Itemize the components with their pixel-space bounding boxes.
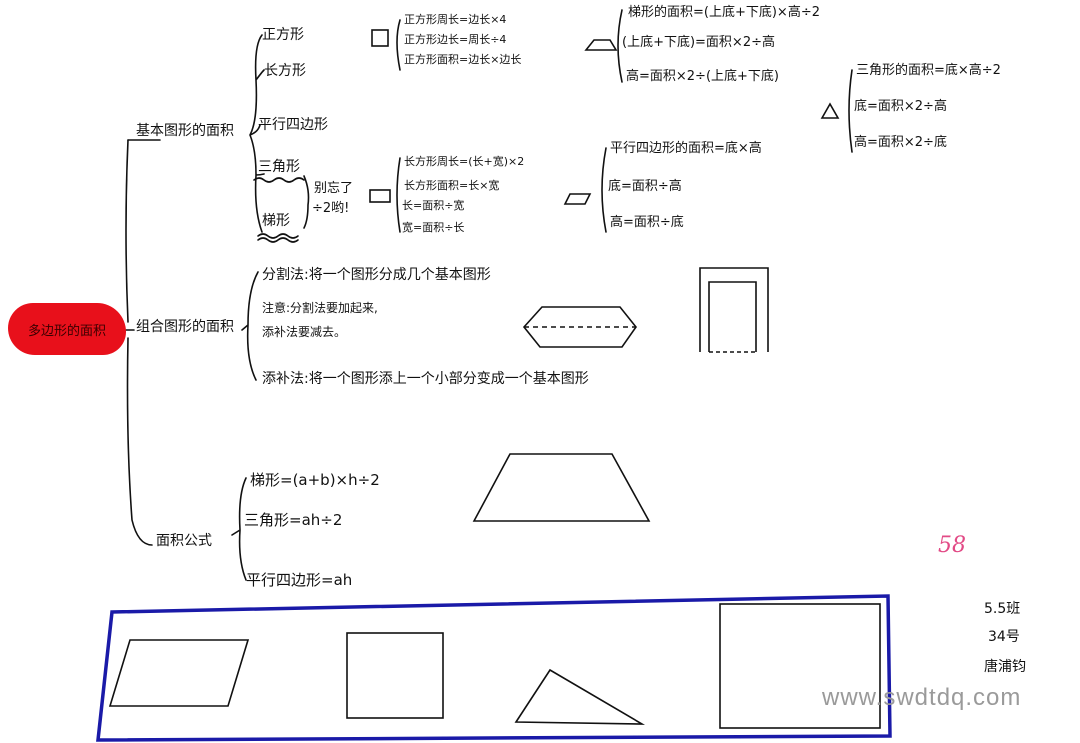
watermark-text: www.swdtdq.com <box>822 684 1022 711</box>
branch-basic-label: 基本图形的面积 <box>136 123 234 139</box>
square-formula-1: 正方形周长=边长×4 <box>404 13 507 26</box>
door-frame-shape <box>699 267 769 352</box>
score-mark: 58 <box>938 533 966 558</box>
reminder-line-2: ÷2哟! <box>312 201 350 216</box>
rectangle-bottom <box>719 603 881 729</box>
basic-item-parallelogram: 平行四边形 <box>258 117 328 133</box>
rectangle-formula-3: 长=面积÷宽 <box>402 199 465 212</box>
triangle-bottom <box>514 668 646 725</box>
formula-trapezoid: 梯形=(a+b)×h÷2 <box>250 471 380 489</box>
reminder-line-1: 别忘了 <box>314 181 354 196</box>
parallelogram-formula-3: 高=面积÷底 <box>610 215 684 230</box>
square-bottom <box>346 632 444 719</box>
trapezoid-large-shape <box>472 453 651 522</box>
formula-triangle: 三角形=ah÷2 <box>244 511 343 529</box>
rectangle-bracket <box>396 157 401 233</box>
reminder-bracket <box>303 175 310 229</box>
combined-note-1: 注意:分割法要加起来, <box>262 301 378 315</box>
combined-note-2: 添补法要减去。 <box>262 325 347 339</box>
combined-bracket <box>241 271 259 381</box>
trapezoid-formula-1: 梯形的面积=(上底+下底)×高÷2 <box>628 5 820 20</box>
formula-bracket <box>231 477 247 581</box>
root-node: 多边形的面积 <box>8 303 126 355</box>
trapezoid-underline <box>257 233 299 239</box>
square-icon <box>371 29 389 47</box>
triangle-formula-1: 三角形的面积=底×高÷2 <box>856 63 1001 78</box>
rectangle-formula-2: 长方形面积=长×宽 <box>404 179 500 192</box>
combined-split-method: 分割法:将一个图形分成几个基本图形 <box>262 267 491 283</box>
parallelogram-bracket <box>601 147 607 233</box>
bottom-frame <box>96 594 892 742</box>
square-formula-2: 正方形边长=周长÷4 <box>404 33 507 46</box>
trapezoid-icon <box>584 39 618 51</box>
square-bracket <box>396 19 401 71</box>
basic-item-square: 正方形 <box>262 27 304 43</box>
branch-combined-label: 组合图形的面积 <box>136 319 234 335</box>
combined-fill-method: 添补法:将一个图形添上一个小部分变成一个基本图形 <box>262 371 589 387</box>
trapezoid-bracket <box>617 9 623 83</box>
basic-item-trapezoid: 梯形 <box>262 213 290 229</box>
basic-item-rectangle: 长方形 <box>264 63 306 79</box>
triangle-formula-3: 高=面积×2÷底 <box>854 135 947 150</box>
trapezoid-formula-2: (上底+下底)=面积×2÷高 <box>622 35 775 50</box>
basic-bracket <box>249 34 265 233</box>
triangle-bracket <box>848 69 853 153</box>
triangle-underline <box>253 177 305 183</box>
signature-name: 唐浦钧 <box>984 659 1026 675</box>
branch-formula-label: 面积公式 <box>156 533 212 549</box>
square-formula-3: 正方形面积=边长×边长 <box>404 53 522 66</box>
basic-item-triangle: 三角形 <box>258 159 300 175</box>
parallelogram-formula-2: 底=面积÷高 <box>608 179 682 194</box>
signature-number: 34号 <box>988 629 1020 645</box>
trapezoid-formula-3: 高=面积×2÷(上底+下底) <box>626 69 779 84</box>
trapezoid-underline-2 <box>257 237 299 243</box>
rectangle-formula-4: 宽=面积÷长 <box>402 221 465 234</box>
root-label: 多边形的面积 <box>27 323 106 339</box>
parallelogram-formula-1: 平行四边形的面积=底×高 <box>610 141 762 156</box>
signature-class: 5.5班 <box>984 601 1021 617</box>
parallelogram-bottom <box>108 639 250 707</box>
rectangle-formula-1: 长方形周长=(长+宽)×2 <box>404 155 525 168</box>
triangle-icon <box>820 102 840 119</box>
rectangle-icon <box>369 189 391 203</box>
main-spine <box>125 139 153 546</box>
triangle-formula-2: 底=面积×2÷高 <box>854 99 947 114</box>
parallelogram-icon <box>563 193 592 205</box>
formula-parallelogram: 平行四边形=ah <box>246 571 353 589</box>
